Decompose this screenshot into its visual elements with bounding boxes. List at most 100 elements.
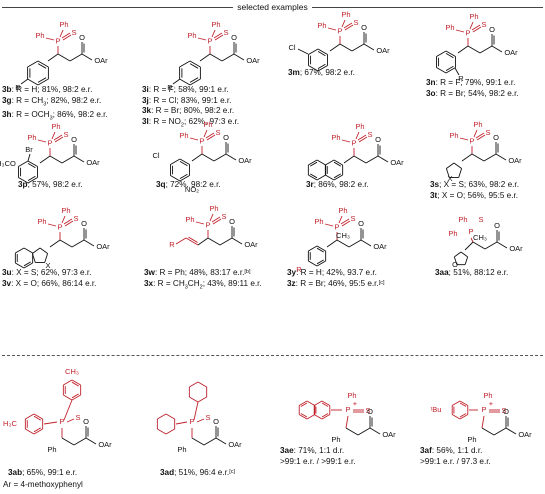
bond: [339, 43, 353, 52]
ring-bond: [464, 256, 469, 265]
phenyl-label: Ph: [458, 215, 467, 224]
caption-line: 3y: R = H; 42%, 93.7 e.r.: [287, 268, 385, 279]
ring-double-bond: [310, 161, 318, 167]
caption-text: : R = Br; 80%, 98:2 e.r.: [151, 106, 235, 115]
bond: [59, 239, 73, 248]
methoxy-label: H₃CO: [0, 159, 16, 168]
methyl-label: CH₃: [65, 367, 79, 376]
ring-bond: [179, 78, 191, 86]
ring-bond: [460, 251, 468, 258]
phenyl-label: Ph: [473, 120, 482, 129]
caption-text: ; 51%, 96:4 e.r.: [174, 468, 230, 477]
ring-bond: [170, 175, 181, 182]
bond: [57, 53, 71, 62]
bond: [467, 45, 481, 54]
r-group-label: R: [296, 265, 302, 274]
bond: [195, 221, 205, 225]
methyl-label: H₃C: [3, 419, 17, 428]
caption-line: 3ae: 71%, 1:1 d.r.: [280, 446, 356, 457]
phenyl-label: Ph: [47, 445, 56, 454]
compound-caption: 3s; X = S; 63%, 98:2 e.r.3t; X = O; 56%,…: [430, 180, 519, 201]
bond: [365, 155, 379, 164]
r-group-label: R: [458, 74, 464, 83]
caption-line: >99:1 e.r. / >99:1 e.r.: [280, 457, 356, 468]
ring-bond: [317, 48, 328, 55]
carbonyl-oxygen: O: [358, 219, 364, 228]
ring-bond: [15, 247, 25, 254]
bond: [83, 239, 95, 247]
carbonyl-oxygen: O: [494, 221, 500, 230]
ester-oar-label: OAr: [376, 46, 390, 55]
caption-line: 3ab; 65%, 99:1 e.r.: [8, 468, 77, 479]
carbonyl-oxygen: O: [367, 407, 373, 416]
ring-bond: [459, 414, 469, 420]
bond: [59, 29, 64, 38]
ring-bond: [189, 60, 201, 68]
bond: [357, 134, 367, 141]
carbonyl-oxygen: O: [489, 25, 495, 34]
compound-number: 3aa: [435, 268, 449, 277]
phenyl-label: Ph: [35, 31, 44, 40]
bond: [341, 220, 351, 227]
caption-text: ; 65%, 99:1 e.r.: [22, 468, 78, 477]
ring-double-bond: [300, 413, 308, 418]
bond: [205, 132, 215, 139]
compound-number: 3k: [142, 106, 152, 115]
ring-double-bond: [445, 53, 454, 59]
sulfur-atom: S: [501, 406, 506, 415]
caption-text: : R = H; 81%, 98:2 e.r.: [11, 85, 93, 94]
ring-bond: [18, 177, 29, 184]
carbonyl-oxygen: O: [231, 33, 237, 42]
bond: [476, 134, 486, 141]
bond: [464, 241, 474, 251]
caption-text: : X = O; 66%, 86:14 e.r.: [11, 278, 97, 288]
phenyl-label: Ph: [317, 21, 326, 30]
bond: [469, 21, 474, 30]
bond: [215, 437, 227, 445]
ring-double-bond: [71, 381, 79, 387]
bond: [213, 153, 227, 162]
bond: [221, 53, 235, 62]
carbonyl-oxygen: O: [71, 135, 77, 144]
bond: [197, 237, 209, 246]
bond: [66, 418, 75, 423]
ring-bond: [71, 379, 81, 386]
caption-text: : R = CH: [11, 95, 44, 105]
compound-number: 3x: [144, 278, 154, 288]
bond: [71, 239, 85, 248]
ring-double-bond: [33, 415, 41, 421]
bond: [175, 421, 188, 425]
bond: [211, 216, 221, 223]
phenyl-label: Ph: [177, 445, 186, 454]
bond: [470, 237, 474, 243]
bond: [209, 53, 223, 62]
bond: [348, 239, 362, 248]
ester-oar-label: OAr: [94, 56, 108, 65]
bond: [471, 153, 485, 162]
compound-number: 3ae: [280, 446, 294, 455]
nitro-group: NO₂: [185, 185, 199, 194]
caption-text: : 56%, 1:1 d.r.: [431, 446, 483, 455]
subscript: 3: [43, 101, 47, 108]
ester-oar-label: OAr: [244, 240, 258, 249]
bond: [62, 34, 72, 41]
caption-line: 3g: R = CH3; 82%, 98:2 e.r.: [2, 96, 108, 110]
ester-oar-label: OAr: [96, 242, 110, 251]
phenyl-label: Ph: [355, 122, 364, 131]
compound-caption: 3y: R = H; 42%, 93.7 e.r.3z: R = Br; 46%…: [287, 268, 385, 289]
ring-bond: [179, 175, 190, 182]
compound-caption: 3q; 72%, 98:2 e.r.: [156, 180, 221, 191]
ring-double-bond: [179, 161, 188, 167]
bond: [496, 241, 508, 249]
ring-bond: [15, 262, 25, 269]
caption-text: : X = S; 62%, 97:3 e.r.: [11, 268, 92, 277]
bond: [172, 78, 181, 85]
ester-oar-label: OAr: [382, 430, 396, 439]
